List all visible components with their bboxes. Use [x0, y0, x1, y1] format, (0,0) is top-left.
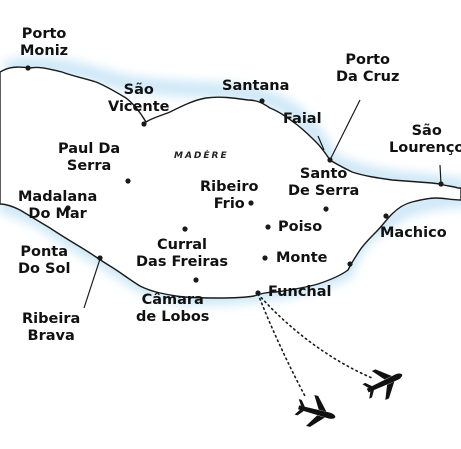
airplane-icon [362, 369, 403, 401]
region-label: MADÈRE [174, 151, 229, 161]
label-poiso: Poiso [278, 219, 323, 235]
island-shape [0, 66, 461, 299]
label-machico: Machico [380, 225, 447, 241]
label-monte: Monte [276, 250, 328, 266]
route-lines [257, 293, 373, 399]
leader-lines [83, 99, 442, 309]
airplane-icon [294, 394, 336, 427]
label-funchal: Funchal [268, 284, 332, 300]
flight-route-2 [257, 293, 307, 399]
label-faial: Faial [283, 111, 322, 127]
flight-route-1 [257, 293, 373, 379]
label-santana: Santana [222, 78, 290, 94]
place-dots [25, 65, 444, 296]
